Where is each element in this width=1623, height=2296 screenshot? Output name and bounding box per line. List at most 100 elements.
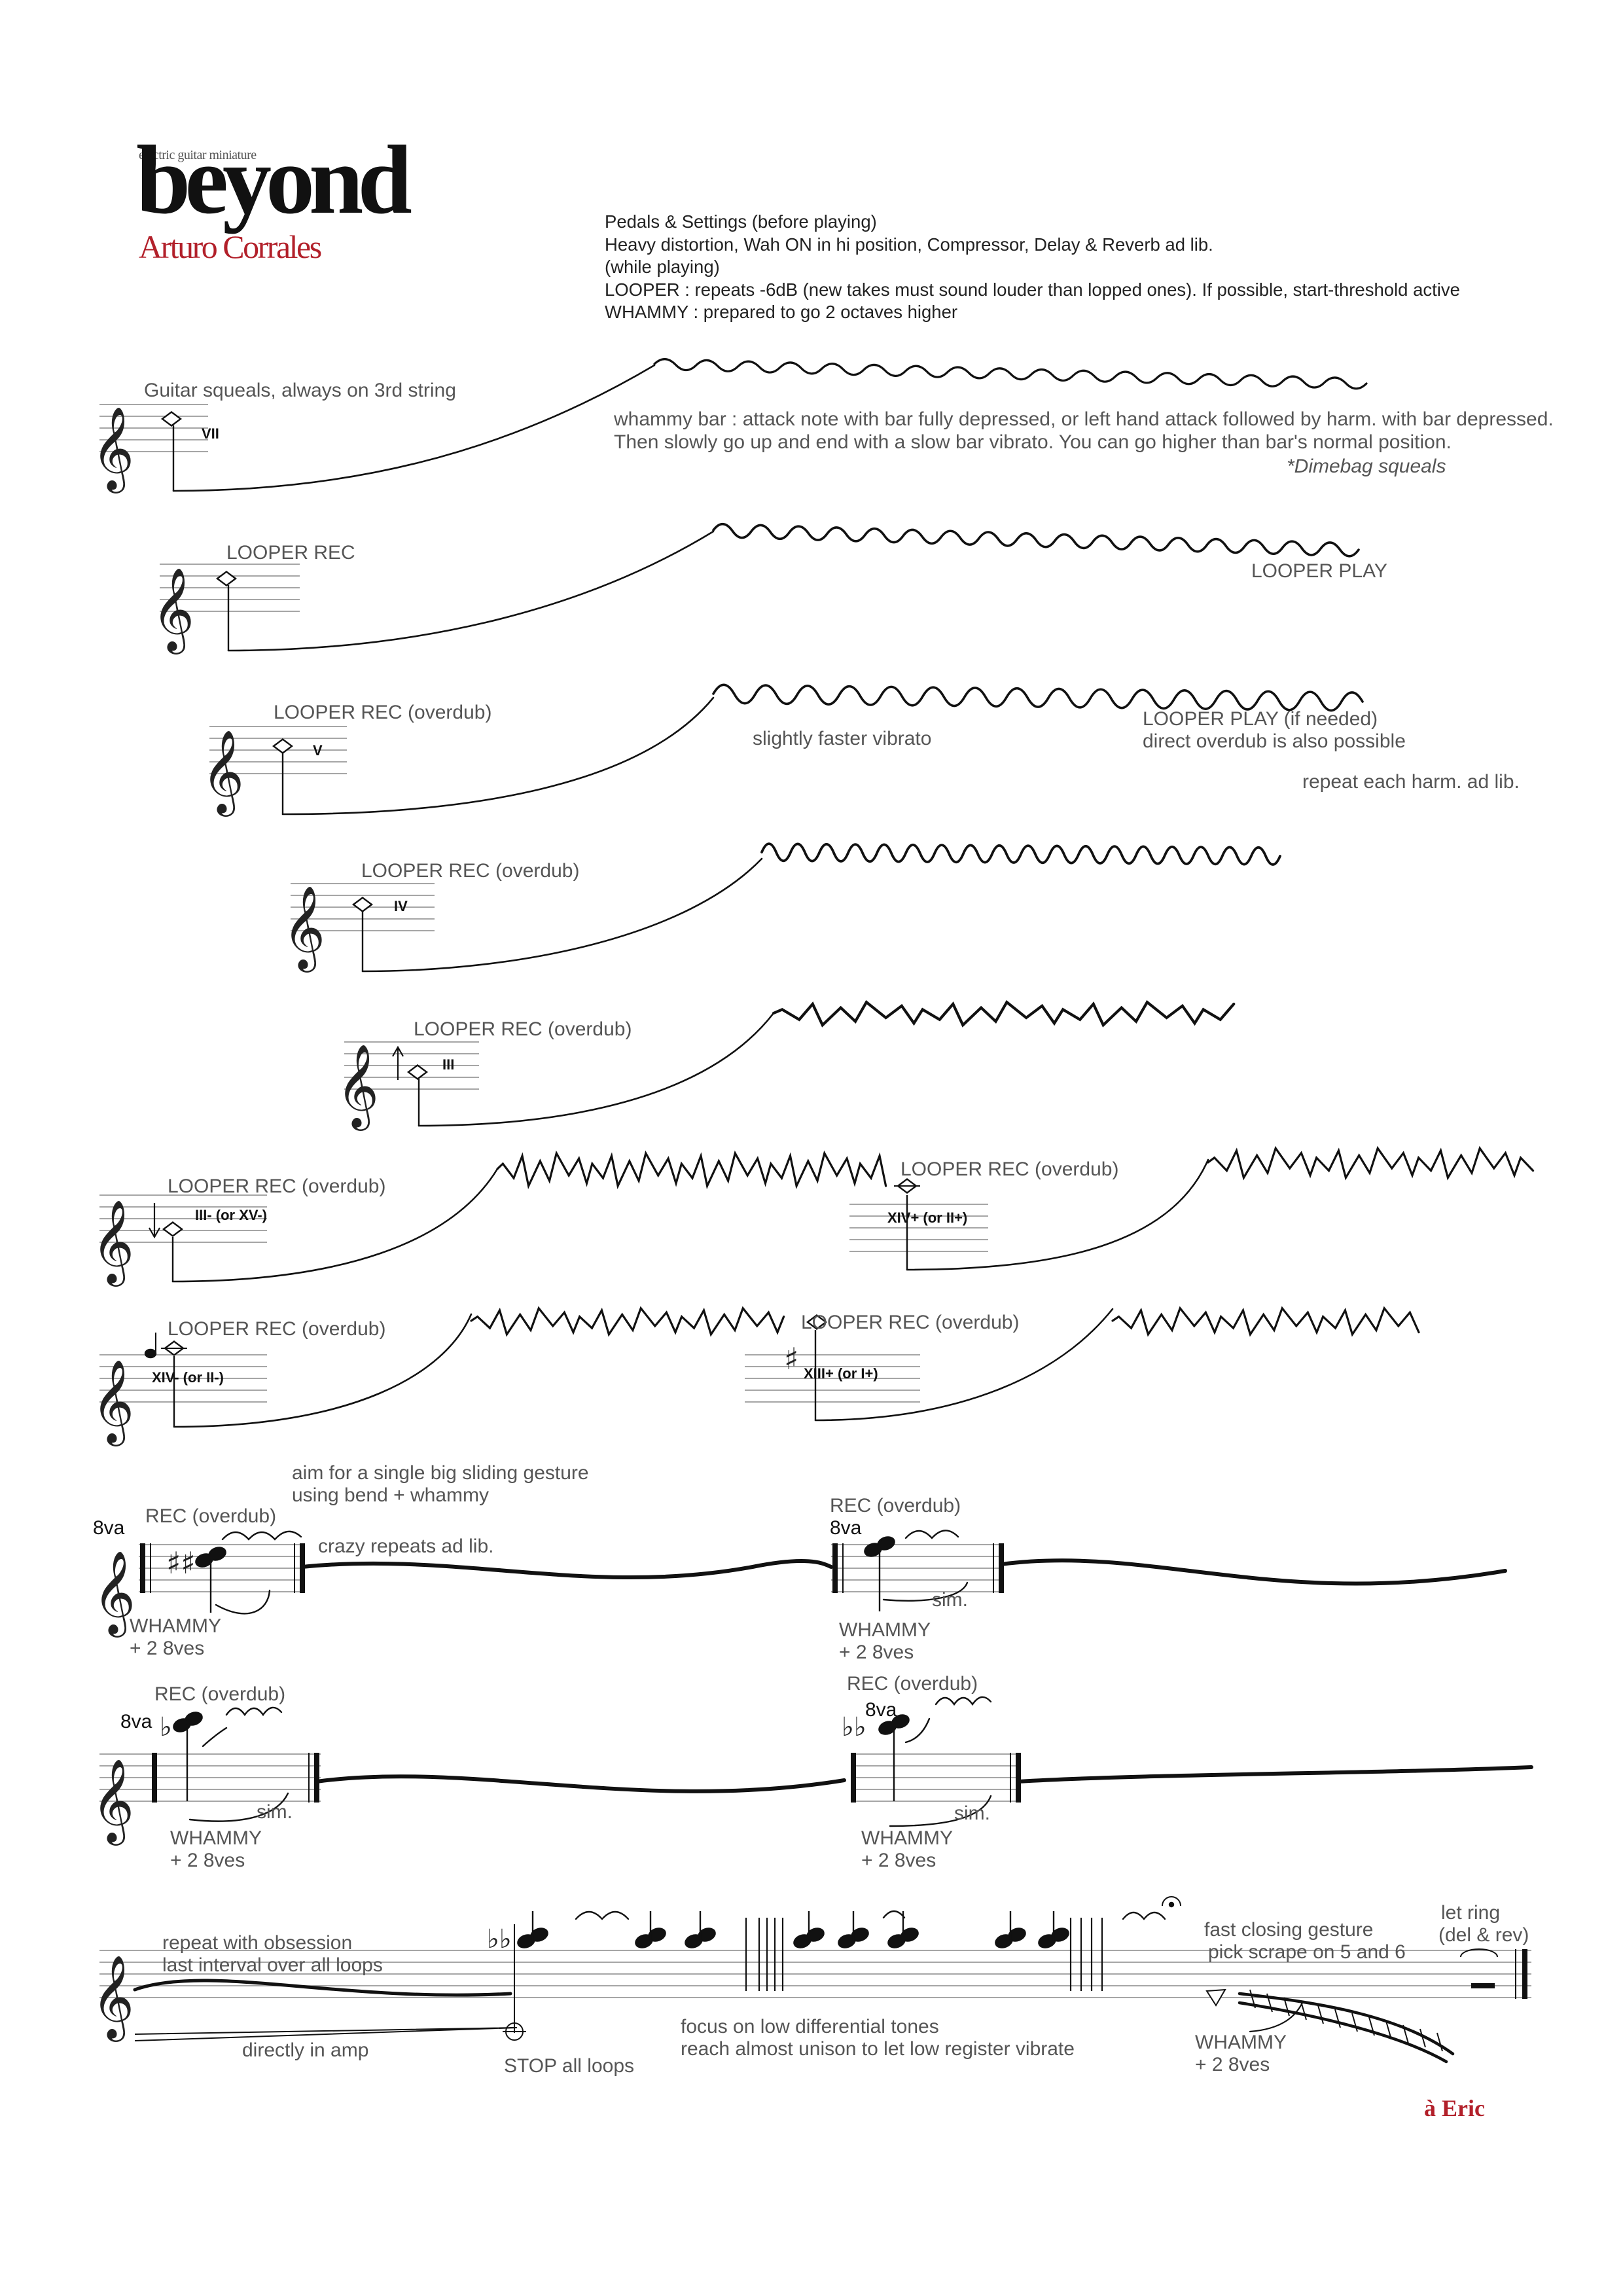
whammy-arc [1249,2001,1304,2033]
looper-rec-label: LOOPER REC (overdub) [801,1312,1020,1333]
arrow-down-icon [149,1203,160,1239]
treble-clef-icon: 𝄞 [152,567,194,655]
whammy-octaves: + 2 8ves [1195,2054,1270,2075]
dedication: à Eric [1424,2095,1485,2121]
thick-gesture-line [133,1979,512,1997]
whammy-bend-curve [281,696,715,816]
harmonic-diamond [352,897,373,912]
looper-rec-label: LOOPER REC (overdub) [168,1318,386,1340]
harmonic-number: XIII+ (or I+) [804,1365,878,1382]
decrescendo-hairpin [134,2027,518,2041]
whammy-bend-curve [227,530,715,652]
harmonic-number: IV [394,898,408,914]
note-head [851,1928,869,1942]
grace-note-head [144,1348,157,1359]
scrape-tick [1385,2020,1392,2040]
looper-rec-label: LOOPER REC (overdub) [361,860,580,882]
scrape-tick [1368,2017,1375,2036]
whammy-bend-curve [906,1158,1209,1271]
whammy-squiggle [904,1530,959,1539]
treble-clefs: 𝄞𝄞𝄞𝄞𝄞𝄞𝄞♯𝄞♯♯𝄞♭♭♭𝄞♭♭ [92,406,866,2042]
ottava-mark: 8va [120,1711,152,1732]
repeat-note-line2: last interval over all loops [162,1954,383,1976]
ottava-mark: 8va [865,1699,897,1721]
harmonic-number: XIV+ (or II+) [887,1210,968,1226]
settings-line: WHAMMY : prepared to go 2 octaves higher [605,302,958,322]
sharp-icon: ♯ [784,1341,798,1376]
whammy-octaves: + 2 8ves [170,1850,245,1871]
vibrato-wave [1111,1306,1420,1337]
whammy-squiggle [225,1706,283,1717]
looper-rec-label: LOOPER REC (overdub) [168,1175,386,1197]
whammy-instruction-line1: whammy bar : attack note with bar fully … [614,408,1554,430]
focus-note-line1: focus on low differential tones [681,2016,939,2037]
harmonic-number: III [442,1056,455,1073]
note-head [208,1547,226,1561]
looper-rec-label: LOOPER REC (overdub) [414,1018,632,1040]
subtitle: electric guitar miniature [139,148,257,162]
scrape-tick [1436,2032,1443,2052]
thick-gesture-line [300,1559,833,1580]
pick-icon [1205,1988,1226,2007]
treble-clef-icon: 𝄞 [92,1359,134,1446]
whammy-octaves: + 2 8ves [839,1641,914,1663]
harmonic-number: XIV- (or II-) [152,1369,224,1386]
vibrato-wave [470,1306,785,1337]
settings-line: Pedals & Settings (before playing) [605,211,877,232]
treble-clef-icon: 𝄞 [202,729,244,817]
vibrato-wave [712,522,1360,558]
whammy-arc [882,1581,969,1602]
treble-clef-icon: 𝄞 [92,1758,134,1846]
scrape-tick [1283,1997,1290,2017]
settings-block: Pedals & Settings (before playing) Heavy… [605,211,1460,324]
harmonic-diamond [161,411,182,427]
whammy-octaves: + 2 8ves [861,1850,936,1871]
whammy-arc [188,1792,289,1822]
sharp-icon: ♯♯ [166,1545,196,1581]
fermata-icon [1162,1896,1181,1907]
treble-clef-icon: 𝄞 [283,885,325,973]
whammy-bend-curve [418,1012,775,1127]
looper-play-label: LOOPER PLAY (if needed) [1143,708,1378,730]
sim-label: sim. [932,1589,968,1611]
ottava-mark: 8va [93,1517,125,1539]
scrape-tick [1249,1989,1256,2009]
gesture-note-line2: using bend + whammy [292,1484,489,1506]
whammy-squiggle [575,1910,630,1920]
scrape-tick [1351,2013,1358,2032]
note-head [1008,1928,1026,1942]
note-head [698,1928,716,1942]
rec-overdub-label: REC (overdub) [154,1683,286,1705]
vibrato-wave [772,1000,1236,1028]
whammy-bend-curve [361,857,763,973]
arrow-up-icon [392,1045,404,1080]
scrape-tick [1266,1993,1273,2013]
harmonic-diamond [216,571,237,586]
treble-clef-icon: 𝄞 [92,406,134,493]
repeat-note: repeat each harm. ad lib. [1302,771,1520,793]
vibrato-wave [653,358,1368,390]
whammy-squiggle [202,1727,228,1748]
gesture-curves [133,358,1535,2064]
vibrato-wave [760,842,1281,866]
note-head [877,1536,895,1551]
note-head [185,1712,203,1726]
scrape-tick [1419,2028,1426,2048]
vibrato-wave [712,683,1364,712]
harmonic-diamond [162,1221,183,1237]
harmonic-number: III- (or XV-) [195,1207,267,1223]
whammy-squiggle [882,1910,906,1919]
let-ring-tie [1460,1948,1498,1958]
looper-rec-label: LOOPER REC [226,542,355,564]
harmonic-number: V [313,742,323,759]
whammy-bend-curve [171,1168,499,1283]
scrape-tick [1300,2001,1307,2020]
sim-label: sim. [954,1803,990,1824]
crazy-repeats-label: crazy repeats ad lib. [318,1535,494,1557]
scrape-tick [1402,2024,1409,2044]
ottava-mark: 8va [830,1517,862,1539]
thick-gesture-line [315,1774,846,1793]
flat-icon: ♭♭ [487,1924,512,1954]
vibrato-wave [496,1150,887,1190]
settings-line: (while playing) [605,257,720,277]
